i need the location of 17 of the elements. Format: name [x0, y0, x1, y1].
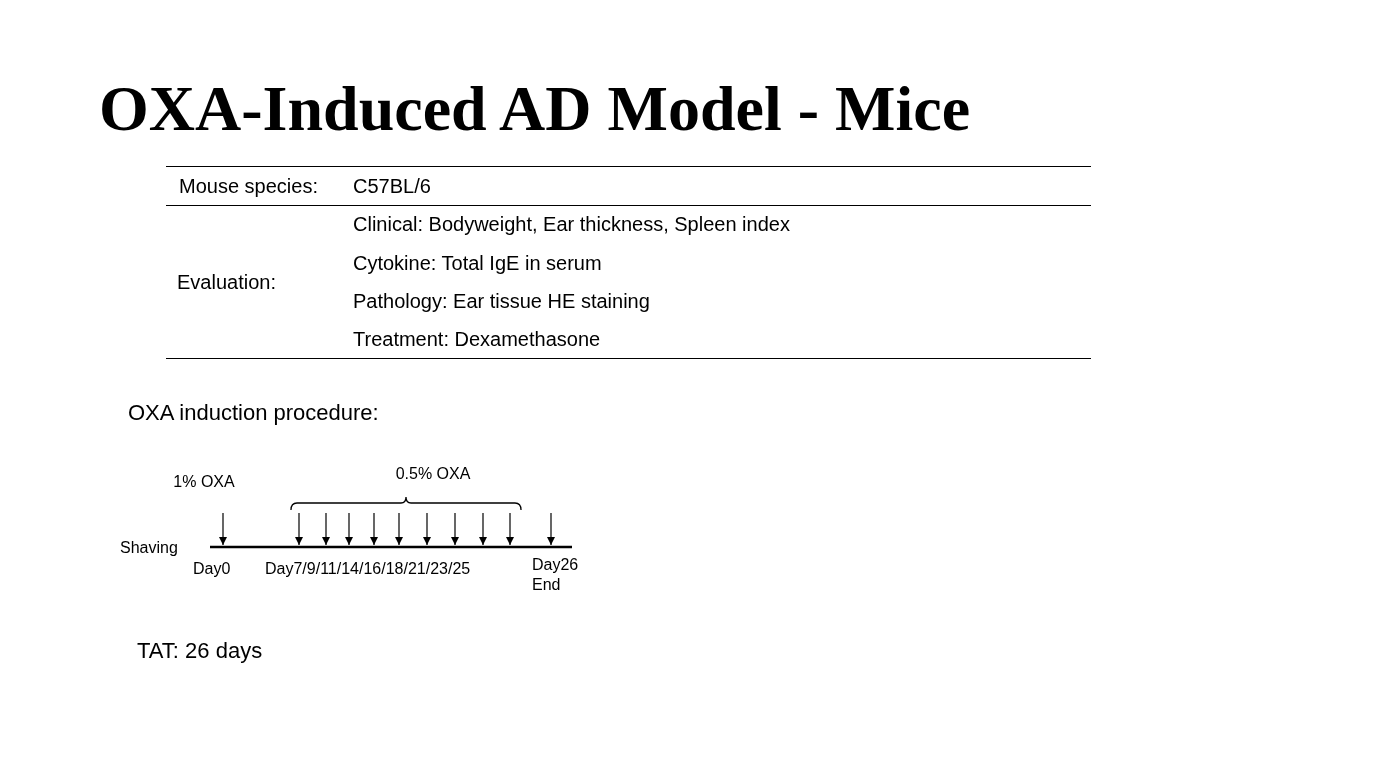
- dose-label: 0.5% OXA: [395, 464, 471, 484]
- title: OXA-Induced AD Model - Mice: [99, 72, 971, 146]
- table-value: Cytokine: Total IgE in serum: [353, 251, 602, 275]
- table-label: Evaluation:: [177, 270, 276, 294]
- section-heading: OXA induction procedure:: [128, 399, 379, 427]
- table-label: Mouse species:: [179, 174, 318, 198]
- dose-label: 1% OXA: [173, 472, 235, 492]
- end-label: End: [532, 575, 561, 595]
- table-value: C57BL/6: [353, 174, 431, 198]
- turnaround-note: TAT: 26 days: [137, 637, 263, 665]
- step-label: Shaving: [120, 538, 178, 558]
- day-label: Day0: [193, 559, 231, 579]
- table-value: Pathology: Ear tissue HE staining: [353, 289, 650, 313]
- day-label: Day7/9/11/14/16/18/21/23/25: [265, 559, 471, 579]
- table-value: Treatment: Dexamethasone: [353, 327, 601, 351]
- table-value: Clinical: Bodyweight, Ear thickness, Spleen index: [353, 212, 790, 236]
- day-label: Day26: [532, 555, 579, 575]
